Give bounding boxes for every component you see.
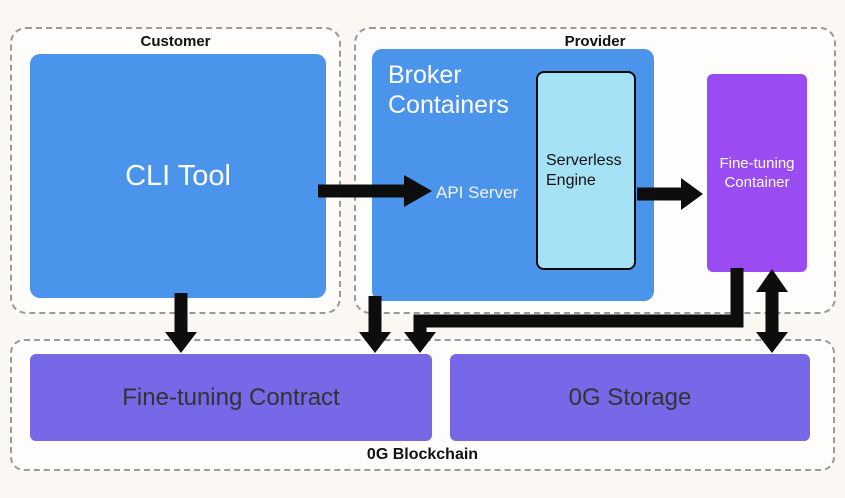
serverless-engine-box: Serverless Engine: [536, 71, 636, 270]
customer-group: Customer CLI Tool: [10, 27, 341, 314]
provider-group-label: Provider: [564, 33, 626, 50]
api-server-label: API Server: [436, 183, 519, 202]
fine-tuning-contract-box: Fine-tuning Contract: [30, 354, 432, 441]
fine-tuning-container-label: Fine-tuning Container: [719, 154, 795, 192]
storage-box: 0G Storage: [450, 354, 810, 441]
customer-group-label: Customer: [140, 33, 211, 50]
broker-containers-title: Broker Containers: [388, 61, 509, 119]
fine-tuning-contract-label: Fine-tuning Contract: [122, 383, 340, 411]
fine-tuning-container-box: Fine-tuning Container: [707, 74, 807, 272]
cli-tool-box: CLI Tool: [30, 54, 326, 298]
blockchain-group-label: 0G Blockchain: [366, 446, 479, 463]
broker-containers-box: Broker Containers API Server Serverless …: [372, 49, 654, 301]
storage-label: 0G Storage: [568, 383, 692, 411]
serverless-engine-label: Serverless Engine: [546, 151, 622, 189]
blockchain-group: Fine-tuning Contract 0G Storage 0G Block…: [10, 339, 835, 471]
provider-group: Provider Broker Containers API Server Se…: [354, 27, 836, 314]
cli-tool-label: CLI Tool: [125, 159, 231, 192]
